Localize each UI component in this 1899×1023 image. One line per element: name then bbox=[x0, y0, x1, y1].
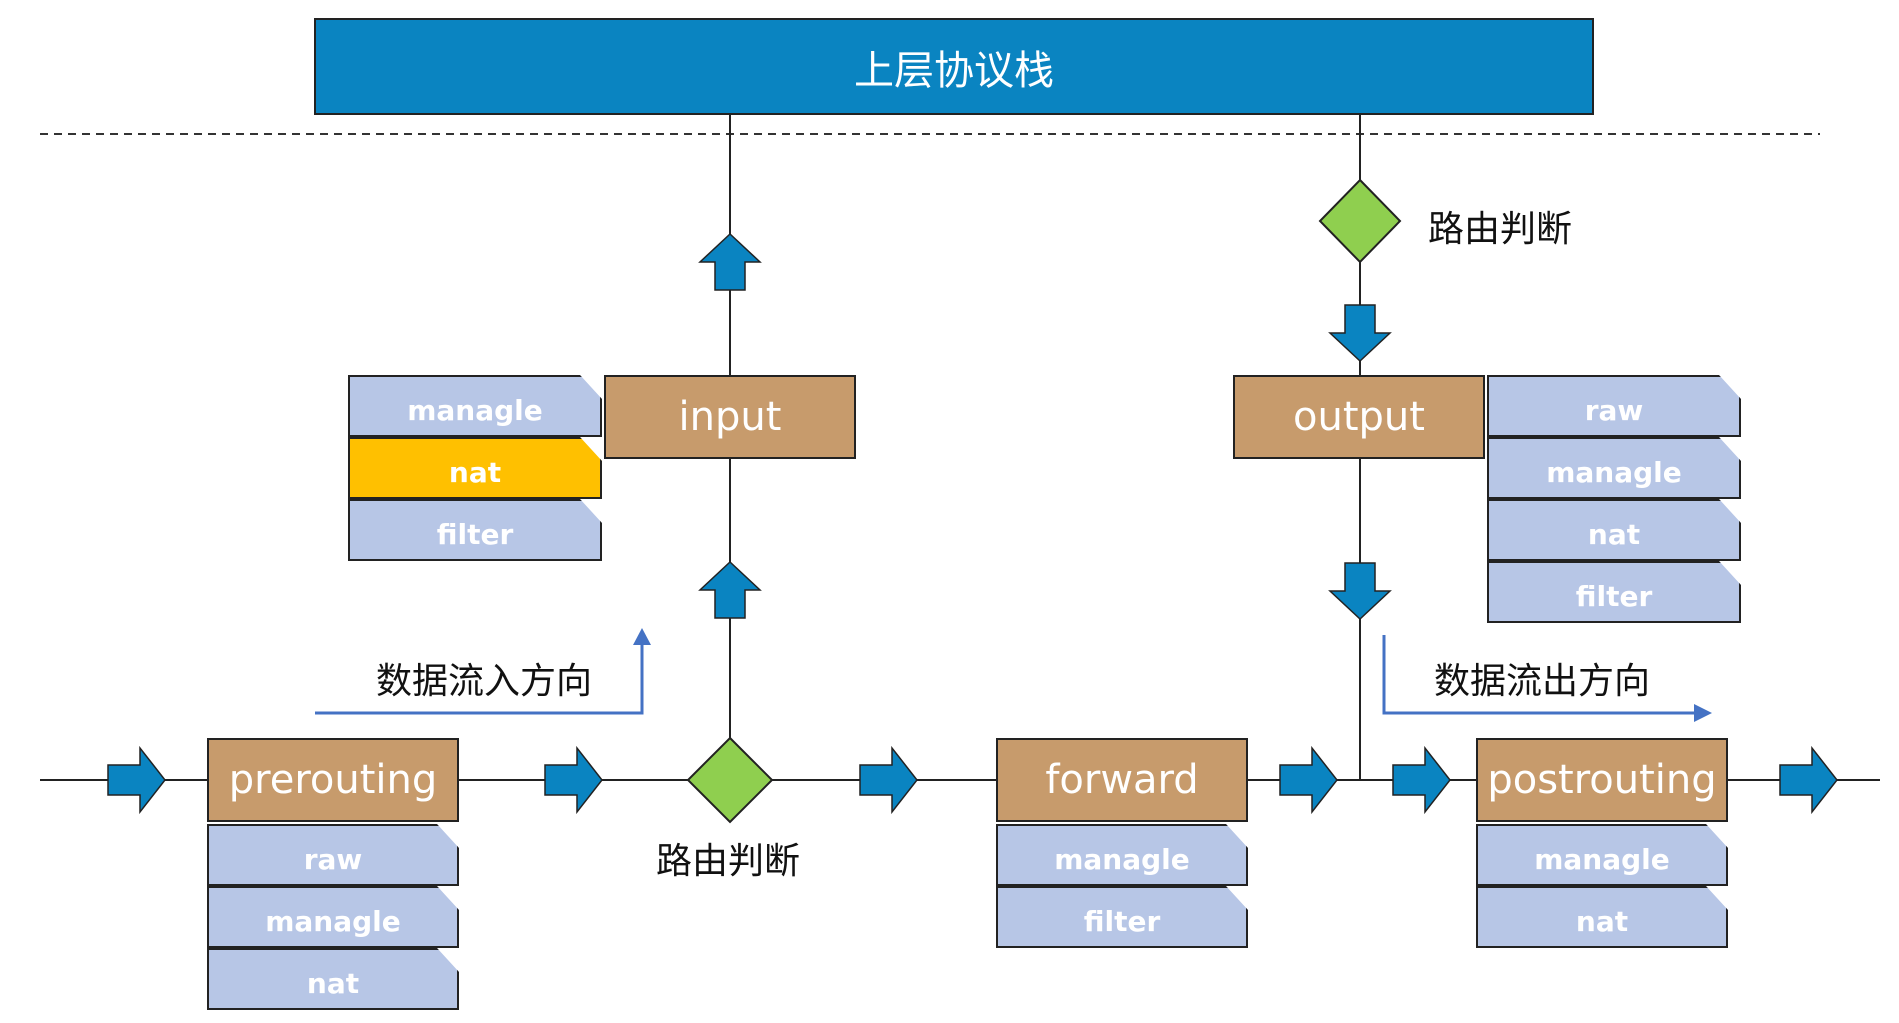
data-in-direction-arrow bbox=[315, 640, 644, 715]
table-managle: managle bbox=[207, 886, 459, 948]
chain-prerouting: prerouting bbox=[207, 738, 459, 822]
table-label: nat bbox=[448, 455, 502, 489]
table-label: raw bbox=[1584, 393, 1644, 427]
chain-label: forward bbox=[1045, 757, 1199, 803]
flow-arrow-right-icon bbox=[1779, 745, 1838, 815]
table-label: nat bbox=[1587, 517, 1641, 551]
flow-arrow-right-icon bbox=[544, 745, 603, 815]
table-nat: nat bbox=[1487, 499, 1741, 561]
chain-label: prerouting bbox=[228, 757, 438, 803]
flow-arrow-down-icon bbox=[1328, 304, 1392, 363]
data-out-arrowhead bbox=[1694, 704, 1712, 722]
table-label: nat bbox=[306, 966, 360, 1000]
table-managle: managle bbox=[996, 824, 1248, 886]
routing-decision-diamond-bottom bbox=[686, 736, 774, 824]
tables-input: managle nat filter bbox=[348, 375, 602, 561]
data-in-arrowhead bbox=[633, 628, 651, 645]
flow-arrow-right-icon bbox=[1392, 745, 1451, 815]
upper-protocol-stack-banner: 上层协议栈 bbox=[314, 18, 1594, 115]
flow-arrow-right-icon bbox=[107, 745, 166, 815]
table-label: managle bbox=[265, 904, 401, 938]
table-managle: managle bbox=[1487, 437, 1741, 499]
routing-decision-diamond-top bbox=[1318, 178, 1402, 264]
tables-postrouting: managle nat bbox=[1476, 824, 1728, 948]
chain-label: postrouting bbox=[1487, 757, 1717, 803]
flow-arrow-right-icon bbox=[1279, 745, 1338, 815]
chain-label: input bbox=[678, 394, 782, 440]
table-filter: filter bbox=[996, 886, 1248, 948]
chain-label: output bbox=[1293, 394, 1425, 440]
table-label: filter bbox=[1575, 579, 1653, 613]
table-filter: filter bbox=[348, 499, 602, 561]
table-managle: managle bbox=[348, 375, 602, 437]
table-label: nat bbox=[1575, 904, 1629, 938]
flow-arrow-up-icon bbox=[698, 232, 762, 291]
table-raw: raw bbox=[207, 824, 459, 886]
data-out-direction-label: 数据流出方向 bbox=[1434, 661, 1651, 702]
table-nat-highlighted: nat bbox=[348, 437, 602, 499]
table-raw: raw bbox=[1487, 375, 1741, 437]
table-label: filter bbox=[1083, 904, 1161, 938]
flow-arrow-right-icon bbox=[859, 745, 918, 815]
routing-decision-label-bottom: 路由判断 bbox=[656, 841, 801, 882]
table-label: managle bbox=[1054, 842, 1190, 876]
table-label: managle bbox=[1546, 455, 1682, 489]
table-filter: filter bbox=[1487, 561, 1741, 623]
chain-input: input bbox=[604, 375, 856, 459]
flow-arrow-down-icon bbox=[1328, 562, 1392, 621]
table-label: managle bbox=[407, 393, 543, 427]
table-label: managle bbox=[1534, 842, 1670, 876]
table-managle: managle bbox=[1476, 824, 1728, 886]
tables-output: raw managle nat filter bbox=[1487, 375, 1741, 623]
table-label: raw bbox=[303, 842, 363, 876]
flow-arrow-up-icon bbox=[698, 560, 762, 619]
chain-postrouting: postrouting bbox=[1476, 738, 1728, 822]
tables-prerouting: raw managle nat bbox=[207, 824, 459, 1010]
table-nat: nat bbox=[207, 948, 459, 1010]
table-nat: nat bbox=[1476, 886, 1728, 948]
chain-output: output bbox=[1233, 375, 1485, 459]
chain-forward: forward bbox=[996, 738, 1248, 822]
data-in-direction-label: 数据流入方向 bbox=[376, 661, 593, 702]
table-label: filter bbox=[436, 517, 514, 551]
routing-decision-label-top: 路由判断 bbox=[1428, 209, 1573, 250]
tables-forward: managle filter bbox=[996, 824, 1248, 948]
data-out-direction-arrow bbox=[1382, 635, 1700, 715]
banner-title: 上层协议栈 bbox=[854, 47, 1054, 94]
